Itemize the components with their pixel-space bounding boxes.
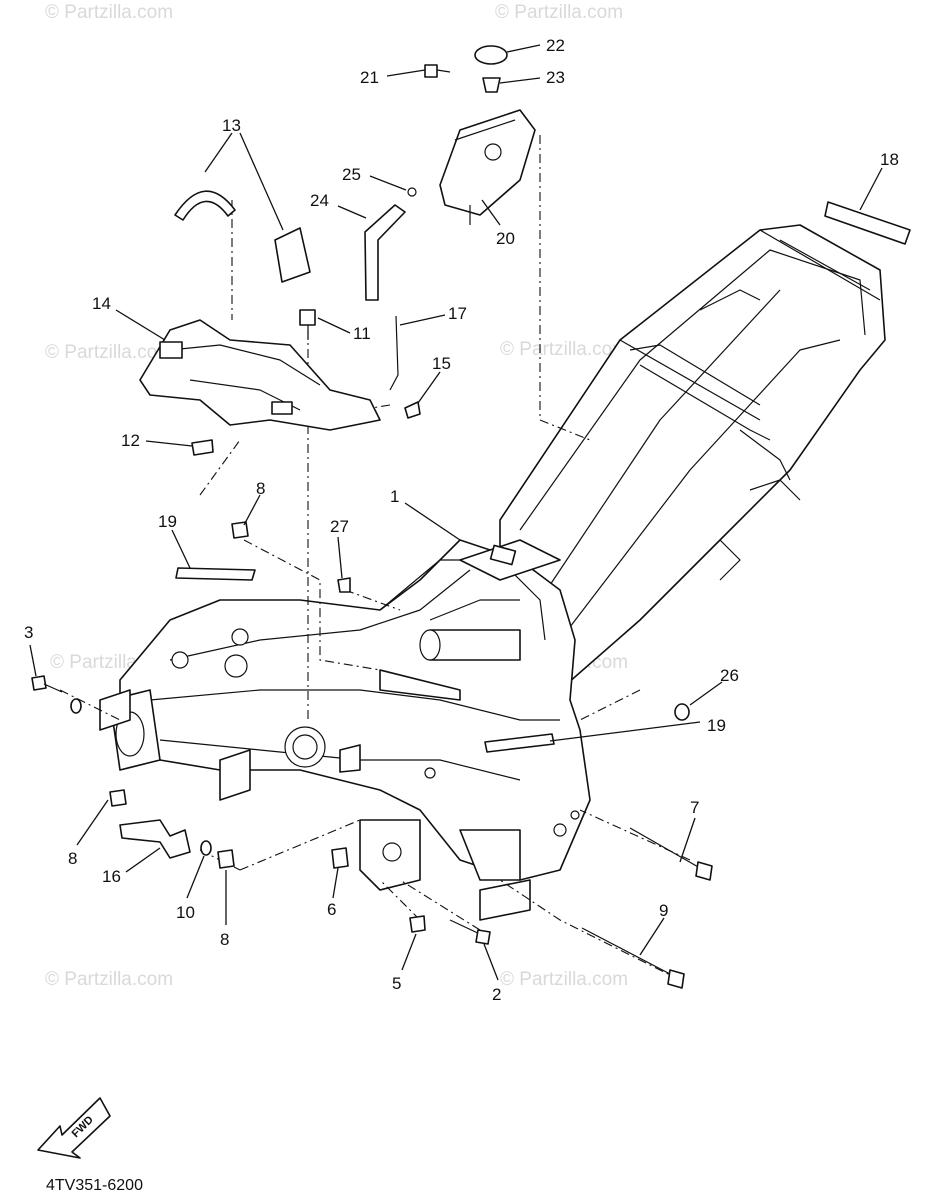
bracket-16 <box>119 819 191 859</box>
watermark: © Partzilla.com <box>45 342 173 363</box>
callout-20: 20 <box>496 229 515 248</box>
hose-24 <box>364 204 406 301</box>
callout-2: 2 <box>492 985 501 1004</box>
label-19b <box>484 733 555 753</box>
callout-5: 5 <box>392 974 401 993</box>
main-frame <box>99 224 886 921</box>
bolt-15 <box>404 401 421 419</box>
callout-22: 22 <box>546 36 565 55</box>
callout-21: 21 <box>360 68 379 87</box>
callout-24: 24 <box>310 191 329 210</box>
watermark: © Partzilla.com <box>500 969 628 990</box>
grommet-26 <box>674 703 690 721</box>
label-19a <box>175 567 256 581</box>
bracket-14 <box>139 319 381 431</box>
callout-27: 27 <box>330 517 349 536</box>
collar-6 <box>331 847 349 869</box>
pad-18 <box>824 201 911 245</box>
bolt-27 <box>337 577 351 593</box>
damper-12 <box>191 439 214 456</box>
callout-23: 23 <box>546 68 565 87</box>
callout-3: 3 <box>24 623 33 642</box>
callout-6: 6 <box>327 900 336 919</box>
bolt-2 <box>449 919 483 936</box>
bolt-21 <box>424 64 438 78</box>
callout-8: 8 <box>220 930 229 949</box>
bolt-11 <box>299 309 316 326</box>
fwd-arrow-icon: FWD <box>37 1097 111 1159</box>
leader-lines <box>29 44 883 981</box>
callout-1: 1 <box>390 487 399 506</box>
watermark: © Partzilla.com <box>45 969 173 990</box>
watermark: © Partzilla.com <box>495 2 623 23</box>
watermarks: © Partzilla.com © Partzilla.com © Partzi… <box>45 2 628 990</box>
callout-19: 19 <box>158 512 177 531</box>
watermark: © Partzilla.com <box>500 339 628 360</box>
grommet-23 <box>482 77 501 93</box>
bolt-5 <box>409 915 426 933</box>
callout-26: 26 <box>720 666 739 685</box>
cap-22 <box>474 45 508 65</box>
washer-3 <box>70 698 82 714</box>
reservoir-tank-20 <box>439 109 536 216</box>
collar-8c <box>217 849 235 869</box>
callout-10: 10 <box>176 903 195 922</box>
callout-7: 7 <box>690 798 699 817</box>
watermark: © Partzilla.com <box>45 2 173 23</box>
rod-17 <box>389 315 399 391</box>
strap-13 <box>174 190 236 221</box>
callout-25: 25 <box>342 165 361 184</box>
callout-15: 15 <box>432 354 451 373</box>
small-parts <box>31 45 911 989</box>
collar-8a <box>231 521 249 539</box>
bolt-3 <box>31 675 47 691</box>
callout-18: 18 <box>880 150 899 169</box>
callout-16: 16 <box>102 867 121 886</box>
callout-13: 13 <box>222 116 241 135</box>
collar-8b <box>109 789 127 807</box>
bolt-7 <box>629 827 701 869</box>
callout-12: 12 <box>121 431 140 450</box>
band-13 <box>274 227 311 283</box>
callout-11: 11 <box>353 324 371 343</box>
callout-17: 17 <box>448 304 467 323</box>
callout-8: 8 <box>68 849 77 868</box>
diagram-code: 4TV351-6200 <box>46 1177 143 1194</box>
bolt-9 <box>581 927 673 976</box>
callout-8: 8 <box>256 479 265 498</box>
callouts: 22 23 21 25 24 20 13 14 11 17 15 12 18 8… <box>24 36 899 1004</box>
callout-19: 19 <box>707 716 726 735</box>
callout-14: 14 <box>92 294 111 313</box>
callout-9: 9 <box>659 901 668 920</box>
washer-10 <box>200 840 212 856</box>
